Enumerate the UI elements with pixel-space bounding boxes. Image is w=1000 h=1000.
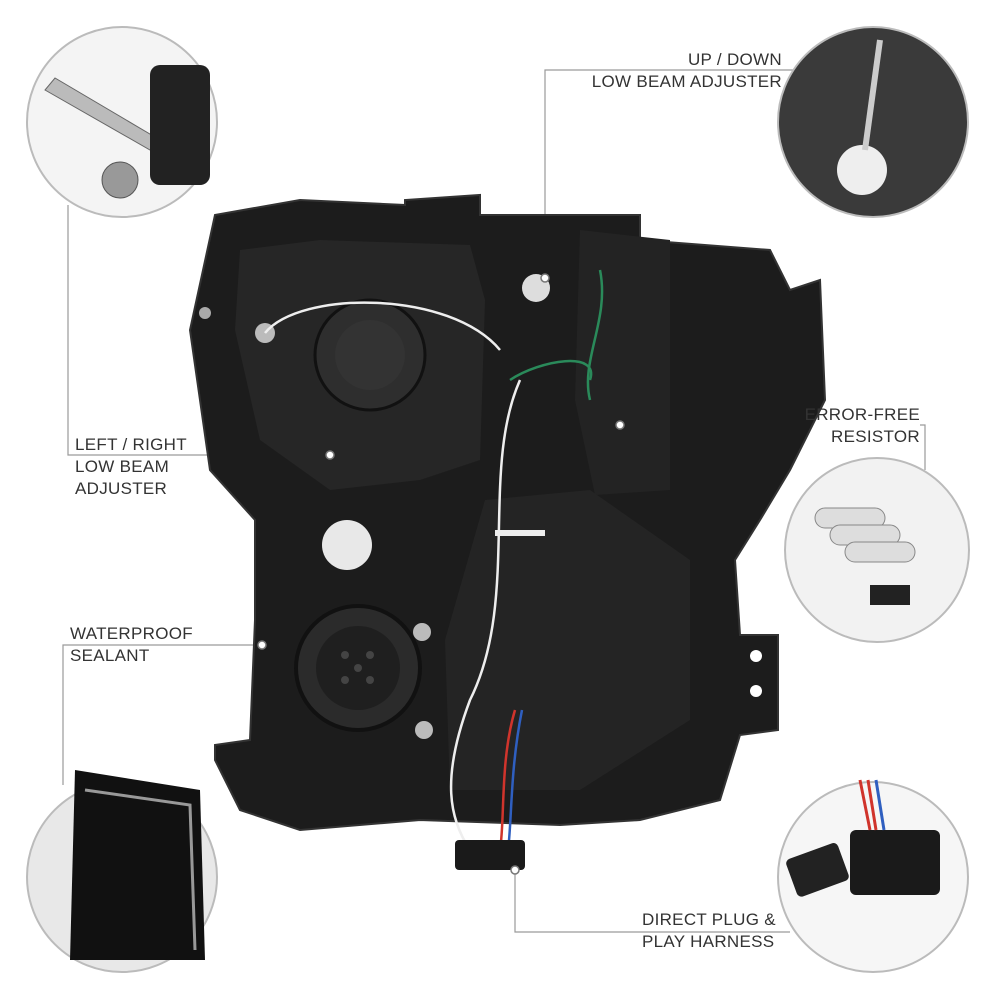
- headlight-housing: [188, 193, 827, 832]
- callout-line: LOW BEAM: [75, 457, 170, 476]
- callout-line: PLAY HARNESS: [642, 932, 775, 951]
- callout-line: LOW BEAM ADJUSTER: [591, 72, 782, 91]
- callout-line: LEFT / RIGHT: [75, 435, 187, 454]
- harness-connector: [455, 840, 525, 870]
- wiring: [264, 269, 604, 851]
- connector-icon: [786, 779, 940, 897]
- callout-resistor: ERROR-FREE RESISTOR: [760, 404, 920, 448]
- callout-line: WATERPROOF: [70, 624, 193, 643]
- callout-line: DIRECT PLUG &: [642, 910, 776, 929]
- callout-line: UP / DOWN: [687, 50, 782, 69]
- callout-updown-adjuster: UP / DOWN LOW BEAM ADJUSTER: [560, 49, 782, 93]
- detail-updown-adjuster: [777, 26, 969, 218]
- callout-dots: [257, 273, 625, 875]
- callout-leftright-adjuster: LEFT / RIGHT LOW BEAM ADJUSTER: [75, 434, 187, 500]
- callout-sealant: WATERPROOF SEALANT: [70, 623, 193, 667]
- callout-line: SEALANT: [70, 646, 150, 665]
- callout-line: ERROR-FREE: [804, 405, 920, 424]
- sealant-housing: [70, 770, 205, 960]
- resistor-icon: [814, 507, 916, 605]
- callout-line: RESISTOR: [831, 427, 920, 446]
- callout-line: ADJUSTER: [75, 479, 168, 498]
- callout-harness: DIRECT PLUG & PLAY HARNESS: [642, 909, 776, 953]
- adjuster-screw: [837, 145, 887, 195]
